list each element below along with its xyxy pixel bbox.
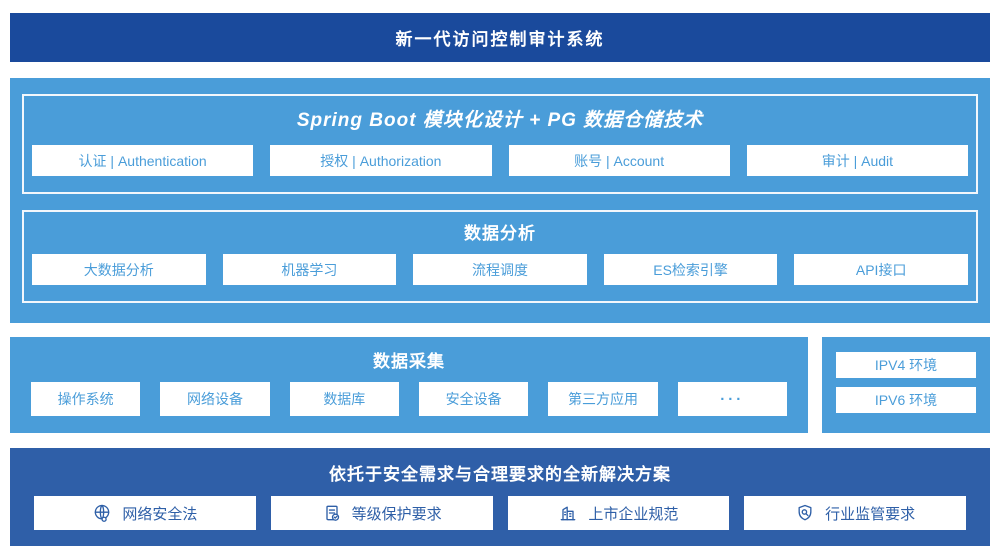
- ipv4-environment-label: IPV4 环境: [874, 357, 938, 373]
- springboot-section: Spring Boot 模块化设计 + PG 数据仓储技术 认证 | Authe…: [22, 94, 978, 194]
- source-security-device: 安全设备: [418, 382, 529, 416]
- module-authentication: 认证 | Authentication: [32, 145, 254, 176]
- source-database: 数据库: [289, 382, 399, 416]
- system-title: 新一代访问控制审计系统: [395, 30, 605, 49]
- module-account-label: 账号 | Account: [574, 152, 665, 169]
- solution-section: 依托于安全需求与合理要求的全新解决方案 网络安全法: [10, 448, 990, 546]
- requirement-cybersecurity-law-label: 网络安全法: [122, 505, 198, 523]
- analysis-bigdata-label: 大数据分析: [83, 261, 154, 278]
- module-audit-label: 审计 | Audit: [821, 152, 894, 169]
- module-audit: 审计 | Audit: [746, 145, 968, 176]
- globe-icon: [92, 503, 112, 523]
- data-analysis-row: 大数据分析 机器学习 流程调度 ES检索引擎 API接口: [32, 254, 968, 285]
- requirement-graded-protection-label: 等级保护要求: [351, 505, 442, 523]
- source-security-device-label: 安全设备: [445, 391, 502, 407]
- ip-environments-section: IPV4 环境 IPV6 环境: [822, 337, 990, 433]
- analysis-api: API接口: [794, 254, 968, 285]
- document-check-icon: [322, 503, 342, 523]
- ellipsis-label: ···: [720, 390, 745, 408]
- module-authorization-label: 授权 | Authorization: [320, 152, 442, 169]
- solution-row: 网络安全法 等级保护要求: [34, 496, 966, 530]
- source-network-device-label: 网络设备: [186, 391, 243, 407]
- analysis-workflow: 流程调度: [413, 254, 587, 285]
- analysis-bigdata: 大数据分析: [32, 254, 206, 285]
- system-title-banner: 新一代访问控制审计系统: [10, 13, 990, 62]
- analysis-machine-learning: 机器学习: [222, 254, 397, 285]
- analysis-workflow-label: 流程调度: [471, 261, 528, 278]
- platform-container: Spring Boot 模块化设计 + PG 数据仓储技术 认证 | Authe…: [10, 78, 990, 323]
- requirement-listed-company-label: 上市企业规范: [588, 505, 679, 523]
- ipv6-environment-label: IPV6 环境: [874, 392, 938, 408]
- requirement-industry-regulation: 行业监管要求: [744, 496, 966, 530]
- middle-row: 数据采集 操作系统 网络设备 数据库 安全设备 第三方应用 ···: [10, 337, 990, 433]
- requirement-industry-regulation-label: 行业监管要求: [825, 505, 916, 523]
- data-collection-row: 操作系统 网络设备 数据库 安全设备 第三方应用 ···: [31, 382, 787, 416]
- requirement-cybersecurity-law: 网络安全法: [34, 496, 256, 530]
- analysis-es-search: ES检索引擎: [603, 254, 778, 285]
- requirement-graded-protection: 等级保护要求: [270, 496, 493, 530]
- data-collection-title: 数据采集: [373, 352, 445, 371]
- data-analysis-section: 数据分析 大数据分析 机器学习 流程调度 ES检索引擎 API接口: [22, 210, 978, 303]
- source-database-label: 数据库: [323, 391, 366, 407]
- analysis-es-search-label: ES检索引擎: [653, 261, 728, 278]
- module-account: 账号 | Account: [508, 145, 730, 176]
- source-network-device: 网络设备: [160, 382, 270, 416]
- data-collection-section: 数据采集 操作系统 网络设备 数据库 安全设备 第三方应用 ···: [10, 337, 808, 433]
- data-analysis-title: 数据分析: [464, 224, 536, 243]
- source-os-label: 操作系统: [57, 391, 114, 407]
- diagram-page: 新一代访问控制审计系统 Spring Boot 模块化设计 + PG 数据仓储技…: [10, 13, 990, 546]
- requirement-listed-company: 上市企业规范: [507, 496, 730, 530]
- springboot-modules-row: 认证 | Authentication 授权 | Authorization 账…: [32, 145, 968, 176]
- building-icon: [558, 503, 578, 523]
- source-os: 操作系统: [31, 382, 141, 416]
- module-authentication-label: 认证 | Authentication: [78, 152, 207, 169]
- springboot-section-title: Spring Boot 模块化设计 + PG 数据仓储技术: [296, 110, 704, 131]
- source-more: ···: [677, 382, 787, 416]
- solution-title: 依托于安全需求与合理要求的全新解决方案: [329, 465, 671, 484]
- ipv6-environment: IPV6 环境: [836, 387, 976, 413]
- analysis-machine-learning-label: 机器学习: [281, 261, 338, 278]
- analysis-api-label: API接口: [855, 261, 907, 278]
- source-third-party-label: 第三方应用: [567, 391, 638, 407]
- module-authorization: 授权 | Authorization: [270, 145, 492, 176]
- shield-magnifier-icon: [795, 503, 815, 523]
- source-third-party: 第三方应用: [548, 382, 658, 416]
- ipv4-environment: IPV4 环境: [836, 352, 976, 378]
